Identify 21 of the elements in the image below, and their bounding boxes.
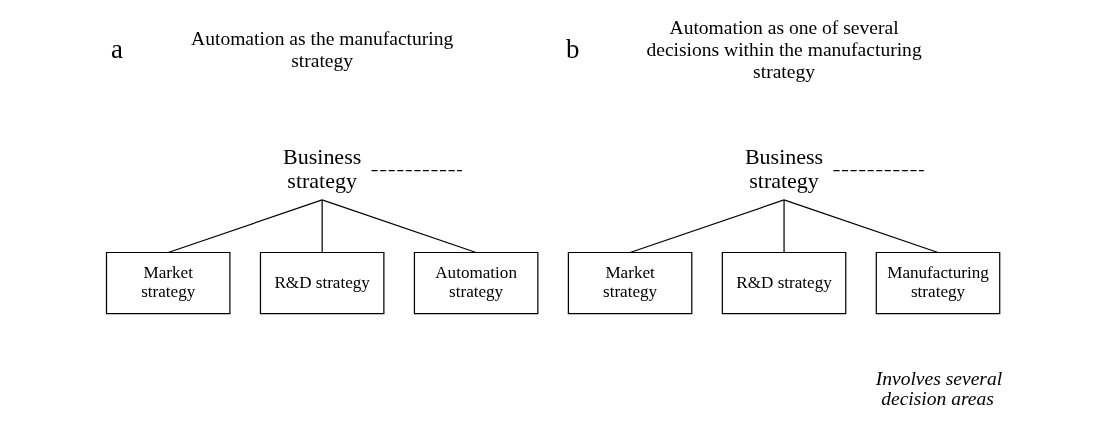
label: Automation as one of several decisions within the manufacturing strategy bbox=[646, 16, 922, 82]
connector bbox=[832, 170, 925, 172]
connector bbox=[629, 199, 785, 254]
node-box: R&D strategy bbox=[259, 251, 385, 315]
node-box: Market strategy bbox=[567, 251, 693, 315]
connector bbox=[321, 199, 323, 254]
label: b bbox=[565, 33, 580, 64]
node-box: Automation strategy bbox=[413, 251, 539, 315]
node-box: Market strategy bbox=[105, 251, 231, 315]
connector bbox=[167, 199, 323, 254]
node-box: R&D strategy bbox=[721, 251, 847, 315]
label: a bbox=[110, 33, 123, 64]
label: Automation as the manufacturing strategy bbox=[191, 27, 454, 71]
node-label: Involves several decision areas bbox=[875, 368, 1003, 409]
connector bbox=[783, 199, 939, 254]
node-box: Manufacturing strategy bbox=[875, 251, 1001, 315]
node-text: Business strategy bbox=[283, 143, 362, 194]
connector bbox=[783, 199, 785, 254]
connector bbox=[370, 170, 463, 172]
connector bbox=[321, 199, 477, 254]
node-text: Business strategy bbox=[744, 143, 824, 194]
